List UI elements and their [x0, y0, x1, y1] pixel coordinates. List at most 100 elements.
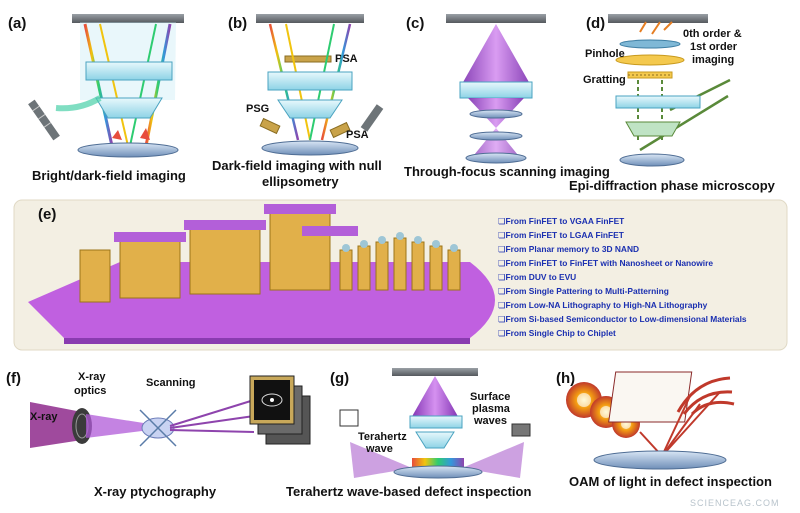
surface-plasma-label-line3: waves — [473, 415, 507, 427]
roadmap-item: ❏From Si-based Semiconductor to Low-dime… — [498, 314, 747, 324]
camera-sensor — [72, 14, 184, 23]
pinhole-label: Pinhole — [585, 48, 625, 60]
objective-lens — [409, 415, 463, 429]
roadmap-item: ❏From Single Pattering to Multi-Patterni… — [498, 286, 669, 296]
grating-label: Gratting — [583, 74, 626, 86]
psg-polarizer — [259, 117, 281, 135]
beam-splitter — [85, 61, 173, 81]
scattering-screen — [608, 371, 693, 423]
panel-b: (b) PSA PSG PSA Dark-field imaging with … — [212, 14, 384, 189]
diffracted-ray — [169, 415, 255, 429]
panel-d-caption: Epi-diffraction phase microscopy — [569, 178, 776, 193]
xray-beam — [30, 402, 82, 448]
objective-lens — [459, 81, 533, 99]
diffracted-ray — [169, 399, 255, 427]
green-ray — [639, 94, 729, 152]
defocus-cone — [470, 128, 522, 160]
thz-label-line1: Terahertz — [358, 431, 407, 443]
panel-d-letter: (d) — [586, 15, 605, 32]
focus-plane — [469, 131, 523, 141]
wafer — [393, 465, 483, 479]
oam-core — [600, 406, 612, 418]
order-label-line3: imaging — [692, 54, 734, 66]
imaging-lens — [615, 54, 685, 66]
panel-g-caption: Terahertz wave-based defect inspection — [286, 484, 531, 499]
psa-bottom-polarizer — [329, 121, 351, 139]
scan-axis — [139, 409, 177, 447]
roadmap-item: ❏From FinFET to LGAA FinFET — [498, 230, 625, 240]
terahertz-beam-left — [350, 442, 412, 478]
panel-e: (e) ❏From F — [13, 199, 788, 351]
light-ray — [144, 23, 172, 147]
objective-lens — [625, 121, 681, 137]
roadmap-item: ❏From FinFET to FinFET with Nanosheet or… — [498, 258, 713, 268]
wafer — [77, 142, 179, 158]
panel-g: (g) Terahertz wave Surface plasma waves … — [286, 368, 531, 499]
scanning-label: Scanning — [146, 377, 196, 389]
roadmap-item: ❏From FinFET to VGAA FinFET — [498, 216, 625, 226]
thz-detector — [511, 423, 531, 437]
reflected-ray — [661, 395, 691, 457]
order-label-line1: 0th order & — [683, 28, 742, 40]
objective-lens — [277, 99, 343, 119]
arrow-head — [112, 130, 122, 140]
camera-sensor — [392, 368, 478, 376]
surface-plasma-pattern — [412, 458, 464, 468]
reflected-ray — [661, 403, 701, 457]
panel-d: (d) Pinhole 0th order & 1st order imagin… — [569, 14, 776, 193]
surface-plasma-label-line2: plasma — [472, 403, 511, 415]
focused-beam — [86, 414, 150, 438]
panel-f-letter: (f) — [6, 370, 21, 387]
xray-label: X-ray — [30, 411, 58, 423]
xray-optics-label-line1: X-ray — [78, 371, 106, 383]
panel-b-letter: (b) — [228, 15, 247, 32]
wafer — [619, 153, 685, 167]
camera-sensor — [446, 14, 546, 23]
panel-a: (a) Bright/dark-field imaging — [8, 14, 186, 183]
reflected-ray — [661, 391, 721, 457]
oam-core — [577, 393, 591, 407]
psa-top-polarizer — [284, 55, 332, 63]
thz-label-line2: wave — [365, 443, 393, 455]
diffraction-rays — [639, 21, 673, 35]
detector-stack — [249, 375, 311, 445]
psg-label: PSG — [246, 103, 269, 115]
camera-sensor — [256, 14, 364, 23]
panel-f-caption: X-ray ptychography — [94, 484, 217, 499]
psa-top-label: PSA — [335, 53, 358, 65]
order-label-line2: 1st order — [690, 41, 738, 53]
beam-splitter — [615, 95, 701, 109]
panel-a-caption: Bright/dark-field imaging — [32, 168, 186, 183]
panel-b-caption-line2: ellipsometry — [262, 174, 339, 189]
illumination-beam — [55, 95, 102, 112]
focus-plane — [469, 109, 523, 119]
panel-e-letter: (e) — [38, 206, 56, 223]
wafer — [465, 152, 527, 164]
roadmap-item: ❏From DUV to EVU — [498, 272, 576, 282]
wafer — [593, 450, 727, 470]
roadmap-list: ❏From FinFET to VGAA FinFET ❏From FinFET… — [498, 216, 747, 338]
panel-h-letter: (h) — [556, 370, 575, 387]
light-ray — [99, 23, 129, 147]
objective-lens — [95, 97, 163, 119]
roadmap-item: ❏From Low-NA Lithography to High-NA Lith… — [498, 300, 708, 310]
diffracted-ray — [169, 429, 255, 433]
beam-splitter — [267, 71, 353, 91]
psa-bottom-label: PSA — [346, 129, 369, 141]
watermark: SCIENCEAG.COM — [690, 498, 780, 508]
wafer-slab-edge — [64, 338, 470, 344]
panel-c: (c) Through-focus scanning imaging — [404, 14, 610, 179]
light-ray — [83, 23, 114, 147]
panel-b-caption-line1: Dark-field imaging with null — [212, 158, 382, 173]
pinhole-plate — [619, 39, 681, 49]
surface-plasma-label-line1: Surface — [470, 391, 510, 403]
panel-g-letter: (g) — [330, 370, 349, 387]
xray-optics-label-line2: optics — [74, 385, 106, 397]
panel-a-letter: (a) — [8, 15, 26, 32]
light-ray — [129, 23, 157, 147]
arrow-head — [140, 128, 150, 140]
wafer — [261, 140, 359, 156]
panel-c-caption: Through-focus scanning imaging — [404, 164, 610, 179]
roadmap-item: ❏From Single Chip to Chiplet — [498, 328, 616, 338]
